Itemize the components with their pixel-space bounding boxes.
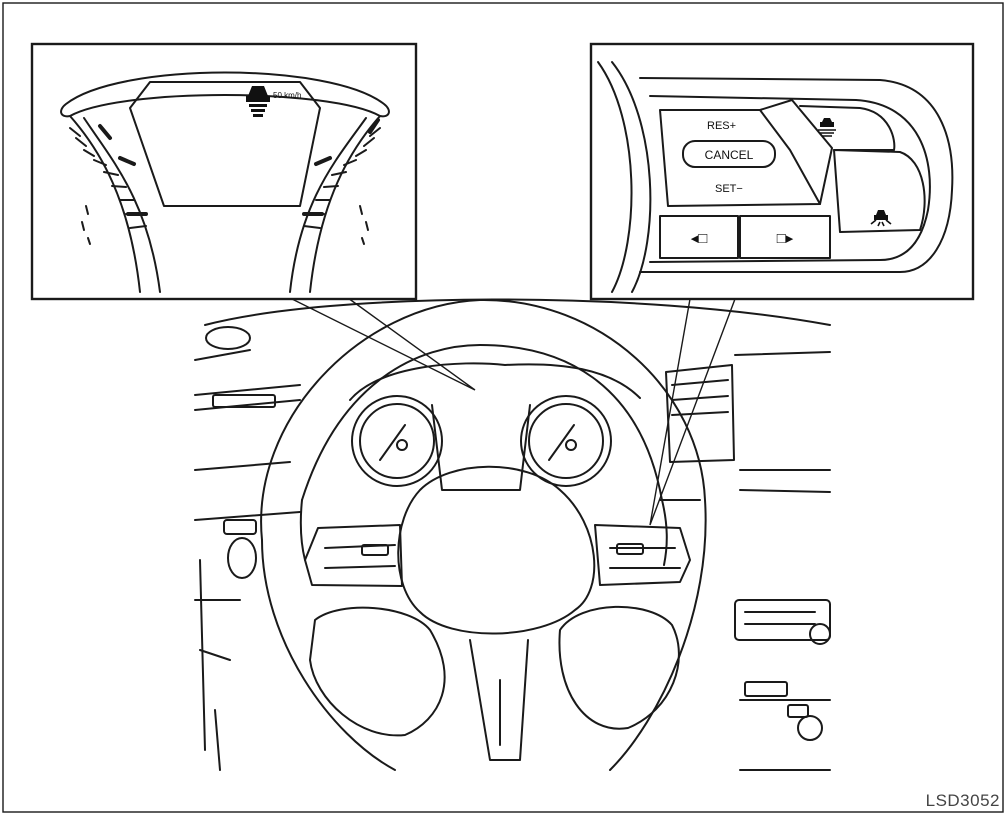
instrument-cluster bbox=[350, 363, 640, 490]
set-speed-text: 50 km/h bbox=[273, 91, 301, 100]
right-spoke bbox=[595, 525, 690, 585]
display-next-label: □▸ bbox=[777, 230, 794, 247]
airbag-hub bbox=[398, 467, 594, 634]
tachometer bbox=[521, 396, 611, 486]
left-knob bbox=[228, 538, 256, 578]
center-console bbox=[735, 600, 830, 640]
figure-code: LSD3052 bbox=[926, 791, 1000, 811]
steering-wheel bbox=[200, 300, 706, 770]
display-prev-label: ◂□ bbox=[691, 230, 708, 247]
speedometer bbox=[352, 396, 442, 486]
cluster-inset: 50 km/h bbox=[32, 44, 416, 299]
cluster-pointer bbox=[290, 298, 475, 390]
cancel-label: CANCEL bbox=[705, 148, 754, 162]
switch-inset: RES+ CANCEL SET− ◂□ □▸ bbox=[591, 44, 973, 299]
set-minus-label: SET− bbox=[715, 183, 743, 195]
left-air-vent bbox=[206, 327, 250, 349]
dashboard bbox=[195, 299, 830, 770]
res-plus-label: RES+ bbox=[707, 120, 736, 132]
